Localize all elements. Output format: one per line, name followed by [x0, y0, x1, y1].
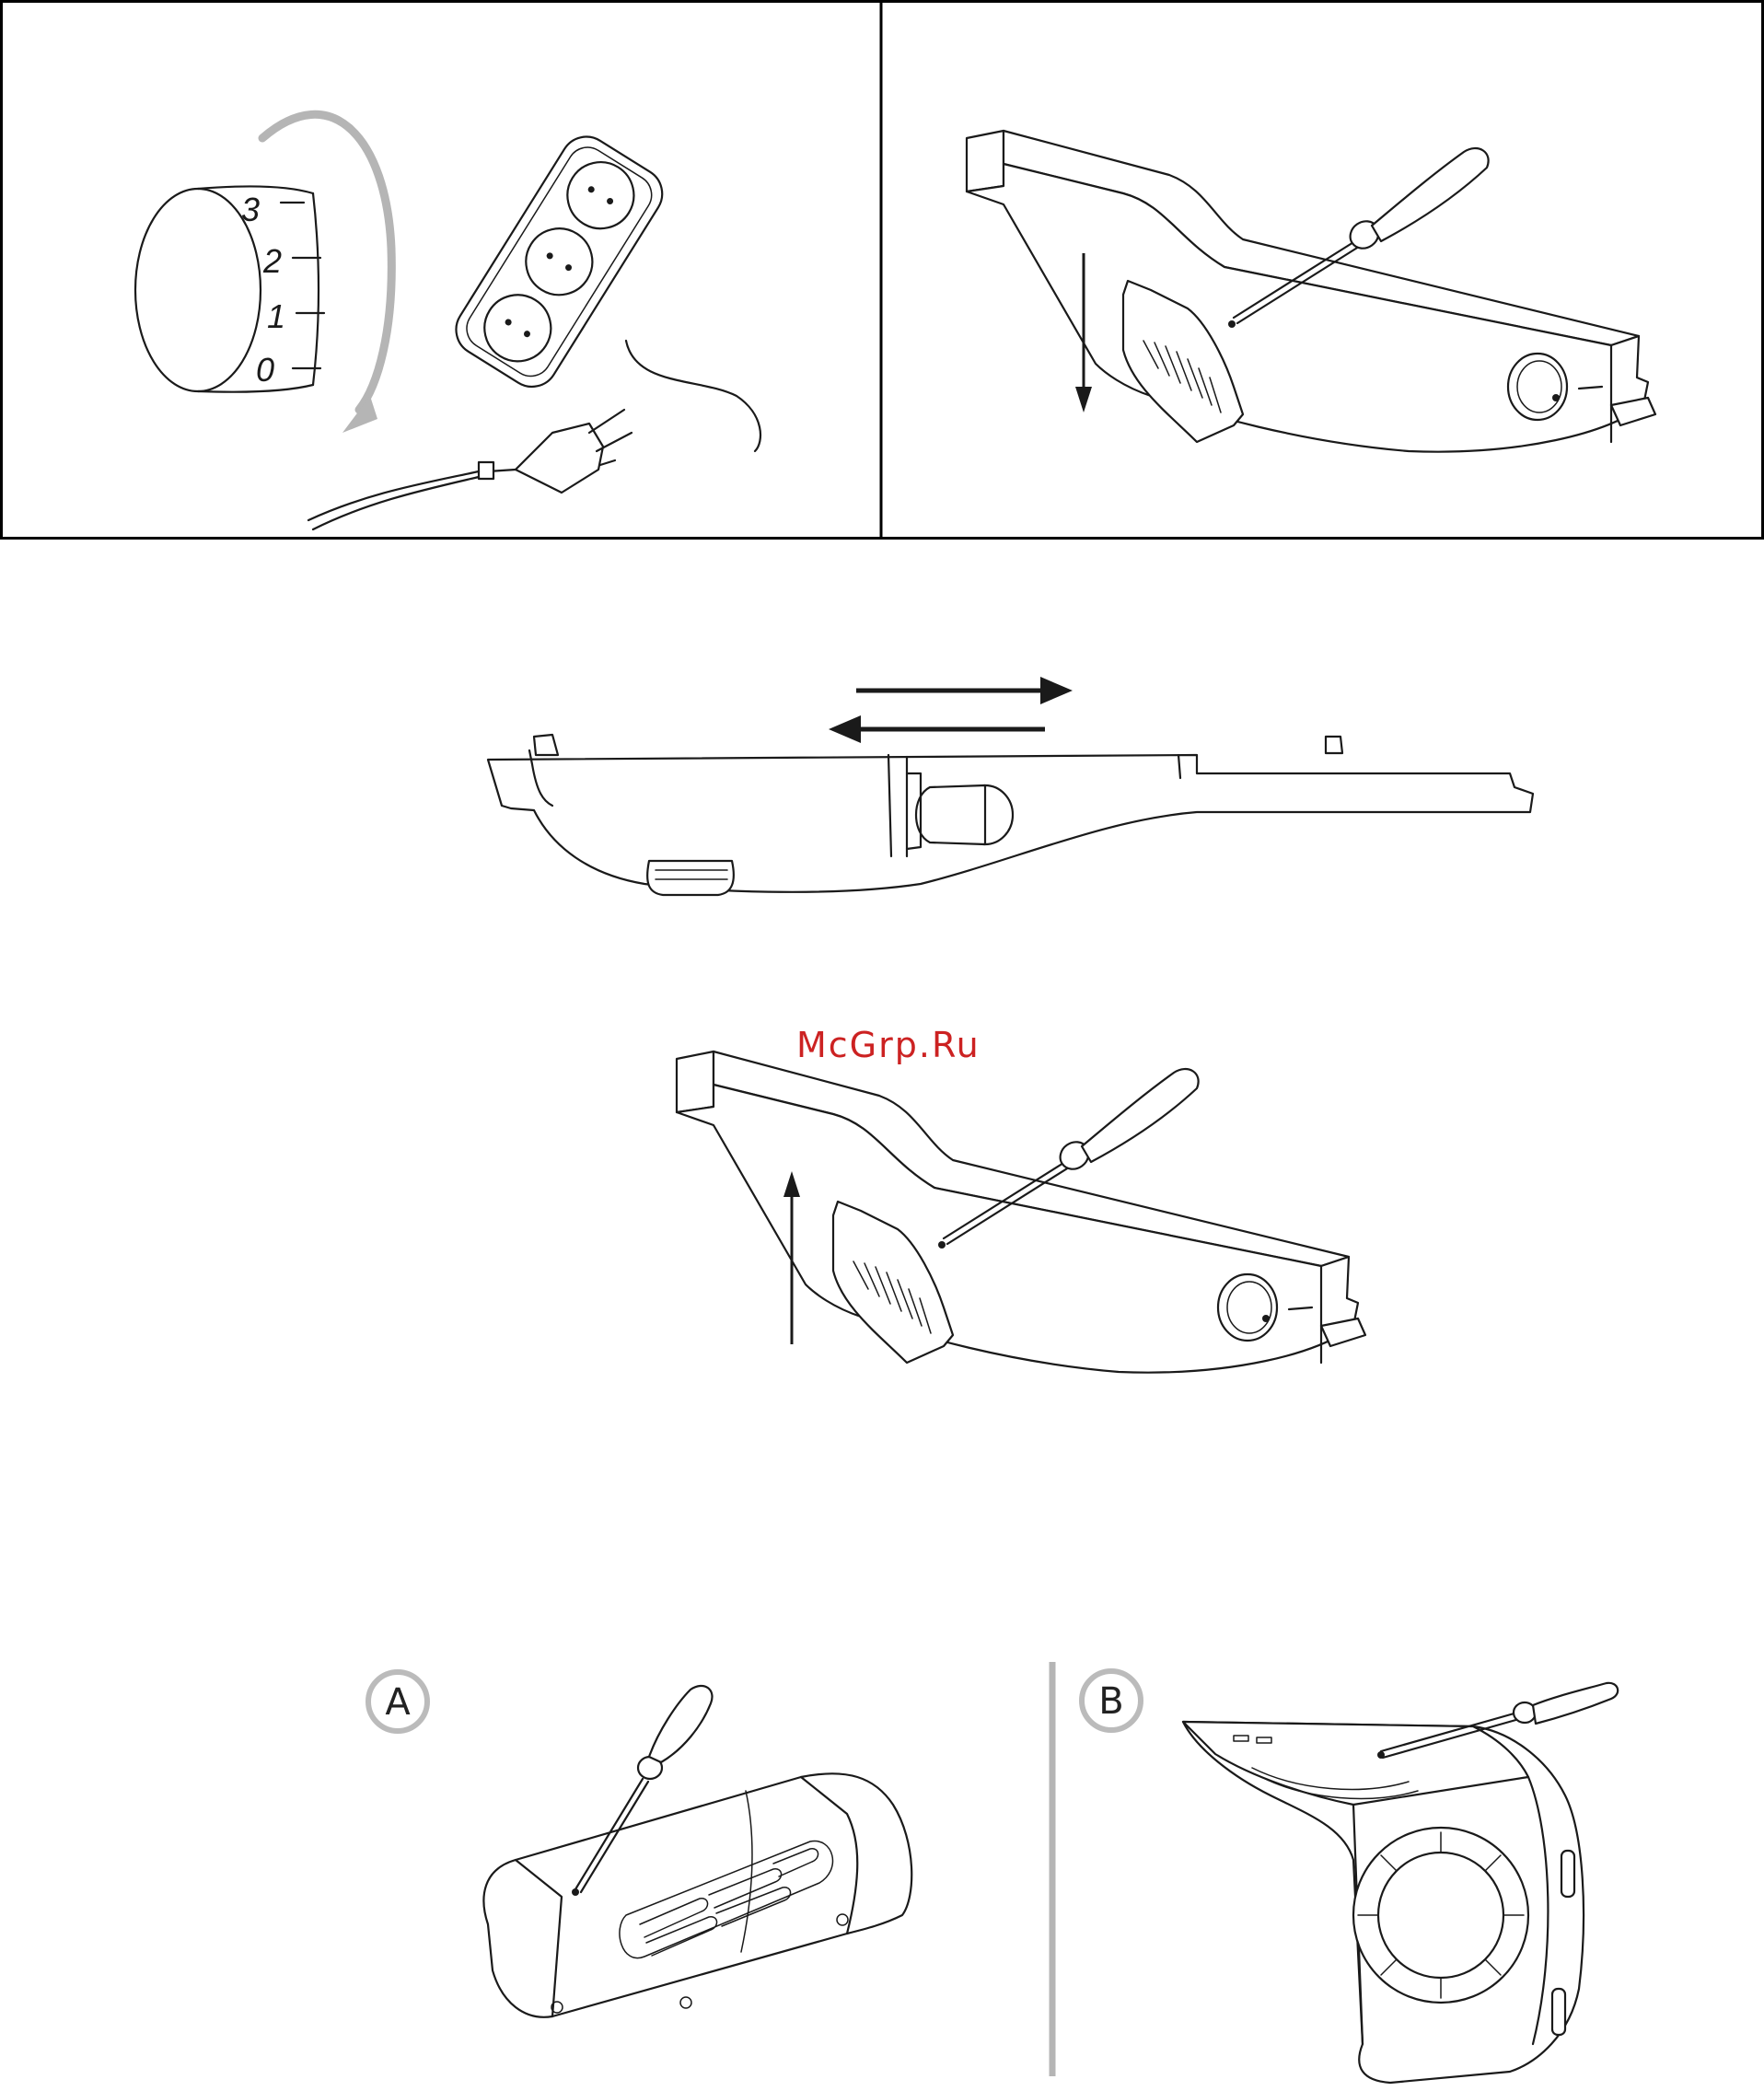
panel-a-badge: A	[368, 1672, 427, 1731]
panel-a-label: A	[385, 1681, 411, 1724]
panel-refit-cover	[677, 1051, 1365, 1373]
dial-mark-2: 2	[262, 242, 282, 280]
dial-mark-1: 1	[267, 297, 285, 335]
panel-b-badge: B	[1082, 1671, 1141, 1730]
thermostat-dial: 3 2 1 0	[135, 186, 324, 391]
power-strip-icon	[447, 127, 760, 451]
dial-mark-3: 3	[241, 191, 260, 228]
panel-a: A	[368, 1672, 911, 2017]
dial-mark-0: 0	[256, 351, 274, 389]
panel-slide-side-view	[488, 677, 1533, 895]
panel-remove-cover	[967, 131, 1655, 452]
panel-b-label: B	[1098, 1680, 1123, 1723]
plug-icon	[308, 410, 632, 529]
watermark-text: McGrp.Ru	[796, 1025, 981, 1065]
panel-b: B	[1082, 1671, 1618, 2083]
panel-dial-unplug: 3 2 1 0	[135, 114, 760, 529]
double-arrow-icon	[829, 677, 1073, 743]
